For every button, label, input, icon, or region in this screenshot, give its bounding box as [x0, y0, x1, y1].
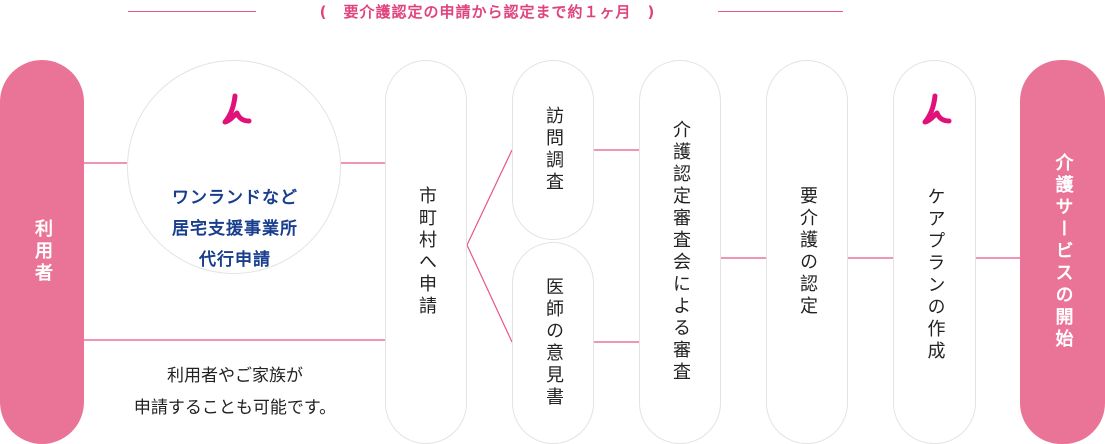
self-application-note: 利用者やご家族が 申請することも可能です。: [100, 360, 370, 424]
step-careplan-label: ケアプランの作成: [924, 187, 946, 363]
step-certification: 要介護の認定: [766, 60, 848, 444]
step-doctor-label: 医師の意見書: [543, 277, 564, 409]
user-pill: 利用者: [0, 60, 84, 444]
user-label: 利用者: [32, 219, 53, 285]
step-doctor: 医師の意見書: [512, 242, 594, 444]
step-visit: 訪問調査: [512, 60, 594, 240]
brand-logo-icon: [222, 93, 252, 125]
step-review: 介護認定審査会による審査: [639, 60, 721, 444]
note-line-2: 申請することも可能です。: [133, 398, 337, 418]
agency-text: ワンランドなど 居宅支援事業所 代行申請: [128, 183, 342, 276]
step-municipality: 市町村へ申請: [385, 60, 467, 444]
agency-line-2: 居宅支援事業所: [172, 219, 298, 239]
agency-line-3: 代行申請: [199, 250, 271, 270]
step-municipality-label: 市町村へ申請: [416, 186, 437, 318]
brand-logo-icon: [922, 93, 952, 125]
timeline-line-left: [128, 11, 256, 12]
step-start: 介護サービスの開始: [1020, 60, 1105, 444]
step-careplan: ケアプランの作成: [893, 60, 976, 444]
agency-circle: ワンランドなど 居宅支援事業所 代行申請: [127, 60, 341, 274]
timeline-label: ( 要介護認定の申請から認定まで約１ヶ月 ): [319, 3, 656, 21]
note-line-1: 利用者やご家族が: [167, 366, 303, 386]
step-visit-label: 訪問調査: [543, 106, 564, 194]
timeline-line-right: [718, 11, 843, 12]
step-certification-label: 要介護の認定: [797, 186, 818, 318]
step-review-label: 介護認定審査会による審査: [670, 120, 691, 384]
step-start-label: 介護サービスの開始: [1052, 153, 1074, 351]
agency-line-1: ワンランドなど: [172, 188, 298, 208]
